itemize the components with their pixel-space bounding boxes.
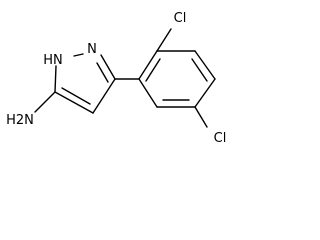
bond-ph6-ph1 [138,78,158,108]
bond-c4-c5-outer [54,91,94,114]
n-label: N [87,42,97,57]
bond-ph3-ph4-inner [191,58,208,82]
bond-ph1-ph2-outer [138,50,158,80]
bond-n1-n2 [73,53,84,57]
nh-label: HN [43,53,63,68]
bond-c5-nh2 [34,91,56,113]
bond-n2-c3-inner [96,62,109,83]
cl-bottom-label: Cl [214,131,227,146]
bond-ph3-ph4-outer [194,50,216,80]
atom-labels: HN N Cl Cl H2N [6,11,226,146]
bond-c4-c5-inner [61,87,91,105]
amine-label: H2N [6,113,34,128]
cl-top-label: Cl [174,11,187,26]
bond-c3-c4 [92,78,116,114]
bonds [34,28,216,128]
bond-ph2-cl [156,28,172,52]
bond-ph4-ph5 [194,78,216,108]
bond-ph1-ph2-inner [145,58,161,82]
bond-ph5-cl [194,106,208,128]
chemical-structure-diagram: HN N Cl Cl H2N [6,11,226,146]
bond-c5-n1 [54,65,57,93]
bond-n2-c3-outer [100,54,116,80]
